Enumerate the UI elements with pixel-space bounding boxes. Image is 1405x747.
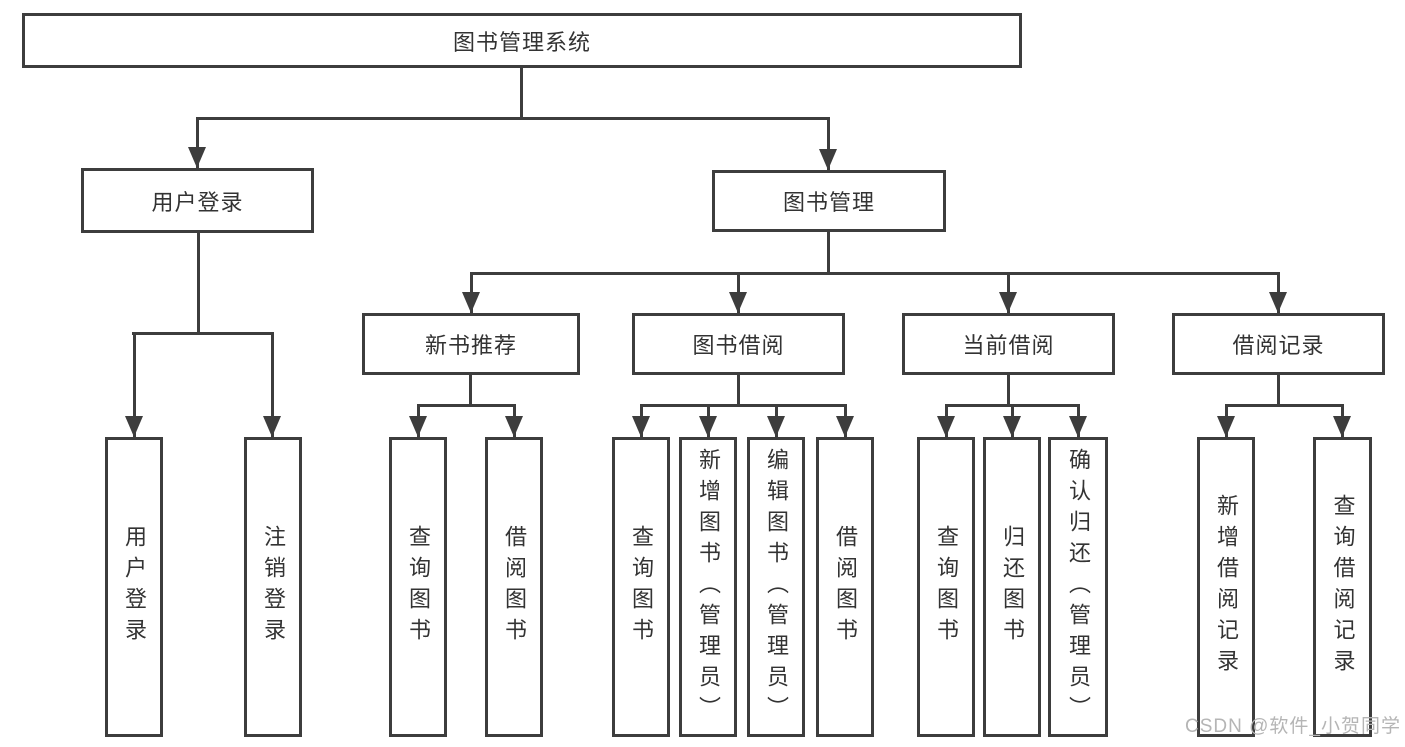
arrow-down-icon (125, 416, 143, 437)
node-borrow-records-label: 借阅记录 (1232, 333, 1325, 358)
node-leaf-recommend-query-label: 查询图书 (406, 525, 431, 649)
connector-line (271, 332, 274, 437)
connector-line (1007, 373, 1010, 407)
arrow-down-icon (409, 416, 427, 437)
node-leaf-current-query-label: 查询图书 (934, 525, 959, 649)
node-book-borrow-label: 图书借阅 (692, 333, 785, 358)
node-leaf-user-login: 用户登录 (105, 437, 163, 737)
node-leaf-logout-label: 注销登录 (261, 525, 286, 649)
connector-line (196, 117, 830, 120)
arrow-down-icon (505, 416, 523, 437)
arrow-down-icon (632, 416, 650, 437)
node-leaf-current-return-label: 归还图书 (1000, 525, 1025, 649)
connector-line (197, 231, 200, 334)
node-leaf-borrow-query: 查询图书 (612, 437, 670, 737)
node-book-borrow: 图书借阅 (632, 313, 845, 375)
node-leaf-recommend-borrow: 借阅图书 (485, 437, 543, 737)
node-leaf-borrow-add: 新增图书（管理员） (679, 437, 737, 737)
arrow-down-icon (819, 149, 837, 170)
node-leaf-current-confirm: 确认归还（管理员） (1048, 437, 1108, 737)
node-leaf-recommend-borrow-label: 借阅图书 (502, 525, 527, 649)
node-leaf-records-query-label: 查询借阅记录 (1330, 494, 1356, 680)
arrow-down-icon (699, 416, 717, 437)
node-current-borrow: 当前借阅 (902, 313, 1115, 375)
node-leaf-records-add-label: 新增借阅记录 (1214, 494, 1239, 680)
node-leaf-borrow-edit: 编辑图书（管理员） (747, 437, 805, 737)
arrow-down-icon (263, 416, 281, 437)
arrow-down-icon (1003, 416, 1021, 437)
node-leaf-current-confirm-label: 确认归还（管理员） (1066, 447, 1091, 727)
arrow-down-icon (1069, 416, 1087, 437)
arrow-down-icon (188, 147, 206, 168)
arrow-down-icon (767, 416, 785, 437)
node-leaf-logout: 注销登录 (244, 437, 302, 737)
node-root-label: 图书管理系统 (452, 29, 591, 55)
node-leaf-borrow-query-label: 查询图书 (629, 525, 654, 649)
arrow-down-icon (729, 292, 747, 313)
connector-line (132, 332, 274, 335)
arrow-down-icon (999, 292, 1017, 313)
node-leaf-records-query: 查询借阅记录 (1313, 437, 1372, 737)
connector-line (737, 373, 740, 407)
connector-line (469, 373, 472, 407)
node-leaf-user-login-label: 用户登录 (122, 525, 147, 649)
connector-line (640, 404, 847, 407)
node-leaf-records-add: 新增借阅记录 (1197, 437, 1255, 737)
node-book-manage-label: 图书管理 (782, 190, 875, 215)
node-leaf-current-return: 归还图书 (983, 437, 1041, 737)
connector-line (196, 117, 199, 168)
node-leaf-borrow-borrow-label: 借阅图书 (833, 525, 858, 649)
arrow-down-icon (836, 416, 854, 437)
arrow-down-icon (1269, 292, 1287, 313)
node-leaf-borrow-add-label: 新增图书（管理员） (696, 447, 721, 727)
node-borrow-records: 借阅记录 (1172, 313, 1385, 375)
connector-line (827, 230, 830, 275)
node-new-book-recommend-label: 新书推荐 (424, 333, 517, 358)
arrow-down-icon (1333, 416, 1351, 437)
node-leaf-recommend-query: 查询图书 (389, 437, 447, 737)
node-current-borrow-label: 当前借阅 (962, 333, 1055, 358)
node-new-book-recommend: 新书推荐 (362, 313, 580, 375)
node-user-login-label: 用户登录 (151, 189, 244, 215)
node-leaf-borrow-borrow: 借阅图书 (816, 437, 874, 737)
node-user-login: 用户登录 (81, 168, 314, 233)
arrow-down-icon (462, 292, 480, 313)
connector-line (1277, 373, 1280, 407)
csdn-watermark: CSDN @软件_小贺同学 (1185, 716, 1401, 737)
connector-line (417, 404, 516, 407)
connector-line (520, 66, 523, 120)
node-leaf-borrow-edit-label: 编辑图书（管理员） (764, 447, 789, 727)
arrow-down-icon (937, 416, 955, 437)
node-root: 图书管理系统 (22, 13, 1022, 68)
connector-line (827, 117, 830, 170)
arrow-down-icon (1217, 416, 1235, 437)
node-book-manage: 图书管理 (712, 170, 946, 232)
node-leaf-current-query: 查询图书 (917, 437, 975, 737)
connector-line (470, 272, 1280, 275)
connector-line (1225, 404, 1343, 407)
connector-line (133, 332, 136, 437)
